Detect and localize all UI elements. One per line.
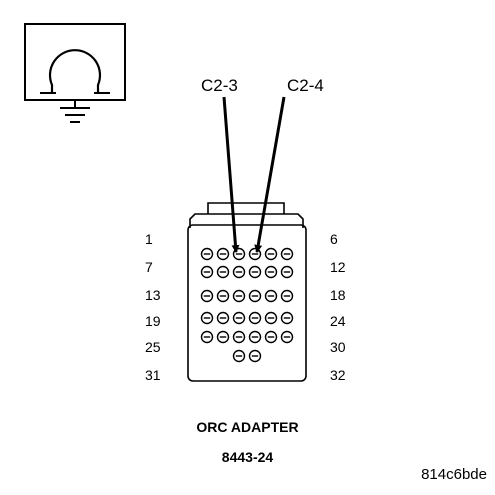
- probe-arrow-c2-4: [254, 96, 286, 253]
- connector-pin-29: [264, 330, 278, 344]
- connector-latch-tab: [207, 202, 285, 214]
- probe-label-c2-4: C2-4: [287, 76, 324, 95]
- connector-pin-31: [232, 349, 246, 363]
- reference-code: 814c6bde: [421, 466, 487, 483]
- connector-pin-4: [248, 247, 262, 261]
- row-label-right-18: 18: [330, 287, 346, 303]
- connector-pin-18: [280, 289, 294, 303]
- row-label-left-13: 13: [145, 287, 161, 303]
- row-label-right-6: 6: [330, 231, 338, 247]
- orc-adapter-connector: [187, 202, 307, 382]
- connector-pin-14: [216, 289, 230, 303]
- ohmmeter-frame: [24, 23, 126, 101]
- connector-pin-21: [232, 311, 246, 325]
- pin-grid: [200, 247, 294, 363]
- connector-pin-9: [232, 265, 246, 279]
- connector-pin-13: [200, 289, 214, 303]
- row-label-left-7: 7: [145, 259, 153, 275]
- ohmmeter-icon: [24, 23, 126, 123]
- connector-pin-23: [264, 311, 278, 325]
- omega-arc: [48, 49, 102, 93]
- row-label-right-30: 30: [330, 339, 346, 355]
- connector-pin-24: [280, 311, 294, 325]
- row-label-right-12: 12: [330, 259, 346, 275]
- row-label-right-32: 32: [330, 367, 346, 383]
- row-label-left-25: 25: [145, 339, 161, 355]
- connector-pin-26: [216, 330, 230, 344]
- probe-label-c2-3: C2-3: [201, 76, 238, 95]
- connector-pin-16: [248, 289, 262, 303]
- connector-pin-22: [248, 311, 262, 325]
- connector-pin-20: [216, 311, 230, 325]
- caption-part-number: 8443-24: [221, 449, 274, 465]
- row-label-left-1: 1: [145, 231, 153, 247]
- connector-pin-15: [232, 289, 246, 303]
- connector-pin-27: [232, 330, 246, 344]
- connector-pin-32: [248, 349, 262, 363]
- connector-housing: [187, 224, 307, 382]
- connector-pin-28: [248, 330, 262, 344]
- probe-arrow-c2-3: [222, 96, 240, 253]
- connector-pin-2: [216, 247, 230, 261]
- connector-pin-10: [248, 265, 262, 279]
- connector-pin-12: [280, 265, 294, 279]
- connector-pin-11: [264, 265, 278, 279]
- connector-pin-6: [280, 247, 294, 261]
- row-label-left-19: 19: [145, 313, 161, 329]
- caption-title: ORC ADAPTER: [196, 419, 299, 435]
- connector-pin-7: [200, 265, 214, 279]
- connector-pin-1: [200, 247, 214, 261]
- row-label-right-24: 24: [330, 313, 346, 329]
- connector-pin-19: [200, 311, 214, 325]
- connector-pin-17: [264, 289, 278, 303]
- connector-pin-25: [200, 330, 214, 344]
- row-label-left-31: 31: [145, 367, 161, 383]
- connector-pin-8: [216, 265, 230, 279]
- connector-shoulder: [189, 213, 304, 228]
- connector-pin-30: [280, 330, 294, 344]
- connector-pin-5: [264, 247, 278, 261]
